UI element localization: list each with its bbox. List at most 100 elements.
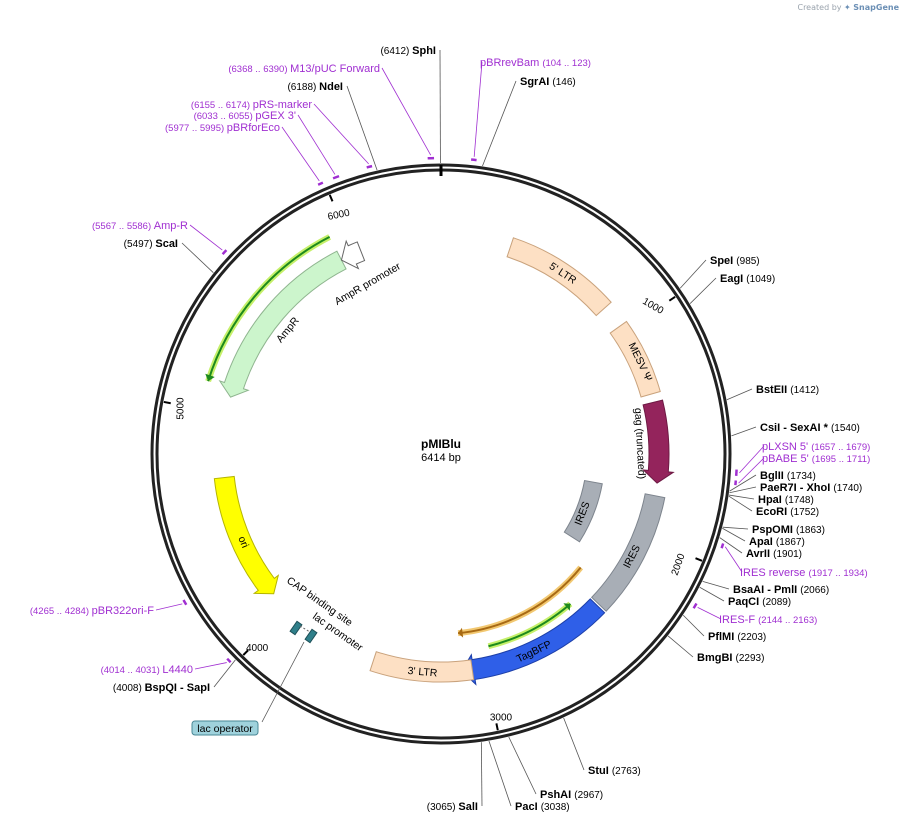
- site-leader-ndei: [346, 85, 378, 171]
- feature-arc-ires-outer: [590, 493, 666, 612]
- primer-range: (4265 .. 4284): [30, 606, 92, 617]
- site-name: StuI: [588, 765, 612, 777]
- lac-operator-label: lac operator: [197, 723, 253, 735]
- primer-leader-l4440: [194, 662, 227, 670]
- tick-label-2000: 2000: [670, 552, 688, 577]
- primer-name: M13/pUC Forward: [290, 63, 380, 75]
- site-position: (1863): [796, 525, 825, 536]
- primer-range: (1917 .. 1934): [808, 568, 867, 579]
- orf-arrowhead: [458, 627, 464, 638]
- primer-name: pGEX 3': [255, 110, 296, 122]
- primer-ampr-primer: (5567 .. 5586) Amp-R: [92, 220, 228, 256]
- site-pshai: PshAI (2967): [540, 789, 603, 801]
- feature-ampr-promoter: AmpR promoter: [333, 239, 403, 308]
- primer-label-iresf: IRES-F (2144 .. 2163): [719, 614, 817, 626]
- site-name: SgrAI: [520, 76, 552, 88]
- primer-label-pbr322ori: (4265 .. 4284) pBR322ori-F: [30, 605, 154, 617]
- tick-mark: [495, 723, 499, 731]
- site-name: EcoRI: [756, 506, 790, 518]
- primer-plxsn5: pLXSN 5' (1657 .. 1679): [734, 441, 870, 476]
- primer-pbr322ori: (4265 .. 4284) pBR322ori-F: [30, 599, 188, 617]
- tick-label-5000: 5000: [176, 397, 187, 420]
- orf-green-ampr: [205, 234, 331, 383]
- orf-arrowhead: [563, 603, 571, 611]
- site-position: (3038): [541, 802, 570, 813]
- site-name: PaqCI: [728, 596, 762, 608]
- site-position: (2203): [737, 632, 766, 643]
- site-leader-pflmi: [682, 614, 705, 637]
- site-label-sali: (3065) SalI: [427, 801, 478, 813]
- site-leader-apai: [722, 527, 746, 542]
- site-name: SpeI: [710, 255, 736, 267]
- site-position: (1901): [773, 549, 802, 560]
- site-leader-bspqi: [213, 659, 236, 688]
- site-position: (6412): [380, 46, 412, 57]
- tick-mark: [695, 557, 703, 562]
- site-spei: SpeI (985): [710, 255, 760, 267]
- site-leader-csii: [731, 426, 757, 437]
- plasmid-name: pMIBlu: [421, 437, 461, 451]
- site-name: PacI: [515, 801, 541, 813]
- site-label-apai: ApaI (1867): [749, 536, 805, 548]
- feature-arc-gag: [642, 399, 675, 484]
- site-label-bsaai: BsaAI - PmlI (2066): [733, 584, 829, 596]
- site-position: (5497): [124, 239, 156, 250]
- site-leader-bglii: [729, 474, 757, 492]
- site-position: (2293): [736, 653, 765, 664]
- primer-range: (5567 .. 5586): [92, 221, 154, 232]
- primer-label-l4440: (4014 .. 4031) L4440: [101, 664, 193, 676]
- site-apai: ApaI (1867): [749, 536, 805, 548]
- orf-green-tagbfp: [487, 601, 573, 650]
- site-label-ndei: (6188) NdeI: [287, 81, 343, 93]
- primer-label-pbabe5: pBABE 5' (1695 .. 1711): [762, 453, 870, 465]
- site-name: EagI: [720, 273, 746, 285]
- site-position: (1049): [746, 274, 775, 285]
- primer-label-iresreverse: IRES reverse (1917 .. 1934): [740, 567, 868, 579]
- site-name: BstEII: [756, 384, 790, 396]
- feature-label-ltr3: 3' LTR: [407, 665, 438, 680]
- primer-leader-plxsn5: [739, 445, 765, 474]
- primer-arc: [182, 599, 188, 606]
- cap-binding-site-box: [289, 620, 303, 636]
- primer-name: IRES-F: [719, 614, 758, 626]
- site-label-eagi: EagI (1049): [720, 273, 775, 285]
- primer-label-pbrrevbam: pBRrevBam (104 .. 123): [480, 57, 591, 69]
- primer-pgex3: (6033 .. 6055) pGEX 3': [194, 110, 340, 180]
- site-label-pflmi: PflMI (2203): [708, 631, 766, 643]
- site-position: (2967): [574, 790, 603, 801]
- tick-mark: [242, 649, 249, 656]
- credit-brand: SnapGene: [853, 3, 899, 12]
- primer-name: pBRforEco: [227, 122, 280, 134]
- primer-range: (6368 .. 6390): [228, 64, 290, 75]
- site-label-hpai: HpaI (1748): [758, 494, 814, 506]
- site-label-spei: SpeI (985): [710, 255, 760, 267]
- primer-arc: [366, 164, 373, 169]
- tick-mark: [163, 400, 171, 405]
- site-name: ScaI: [155, 238, 178, 250]
- site-position: (4008): [113, 683, 145, 694]
- site-name: HpaI: [758, 494, 785, 506]
- site-position: (985): [736, 256, 759, 267]
- site-sali: (3065) SalI: [427, 801, 478, 813]
- site-label-pshai: PshAI (2967): [540, 789, 603, 801]
- site-leader-paci: [488, 740, 512, 807]
- feature-label-gag: gag (truncated): [632, 408, 648, 480]
- site-leader-spei: [679, 259, 707, 289]
- primer-arc: [692, 602, 698, 609]
- primer-range: (1657 .. 1679): [811, 442, 870, 453]
- site-leader-pspomi: [722, 526, 749, 530]
- site-scai: (5497) ScaI: [124, 238, 178, 250]
- site-name: - SexAI: [783, 422, 823, 434]
- site-name: SalI: [458, 801, 478, 813]
- primer-pbabe5: pBABE 5' (1695 .. 1711): [734, 453, 870, 486]
- primer-name: pBRrevBam: [480, 57, 542, 69]
- primer-arc: [226, 657, 232, 664]
- site-label-csii: CsiI - SexAI * (1540): [760, 422, 860, 434]
- orf-line: [488, 603, 572, 648]
- site-name: PspOMI: [752, 524, 796, 536]
- site-label-sgrai: SgrAI (146): [520, 76, 576, 88]
- primer-name: pRS-marker: [253, 99, 313, 111]
- primer-prsmarker: (6155 .. 6174) pRS-marker: [191, 99, 373, 169]
